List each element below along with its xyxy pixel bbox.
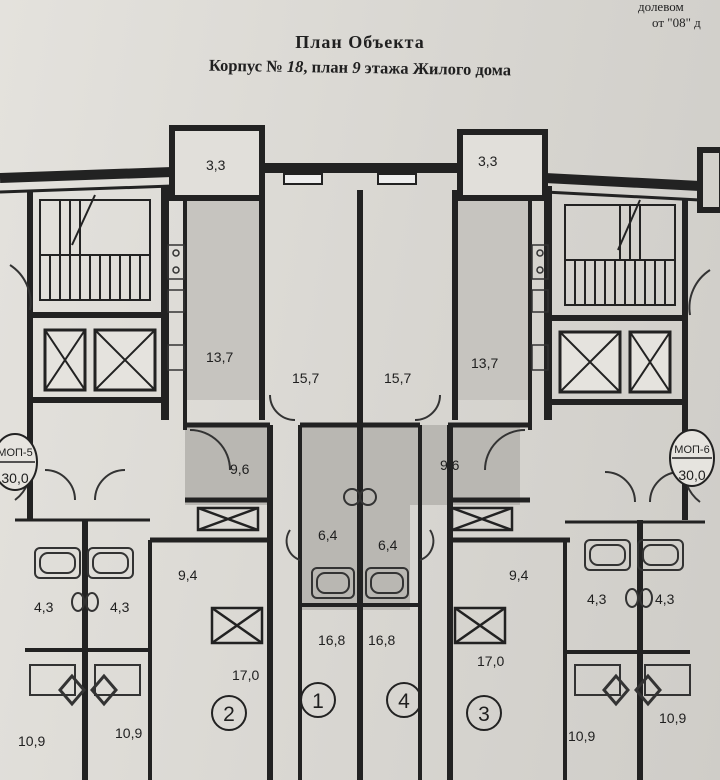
apartment-number-1: 1 [312, 690, 324, 713]
area-bath-4-3-d: 4,3 [655, 591, 675, 607]
mop-left-area: 30,0 [1, 470, 28, 486]
area-hall-9-4-right: 9,4 [509, 567, 529, 583]
apartment-markers [211, 682, 502, 731]
corner-text-top: долевом [638, 0, 684, 14]
area-balcony-right: 3,3 [478, 153, 498, 169]
apartment-number-4: 4 [398, 690, 410, 713]
area-bath-6-4-left: 6,4 [318, 527, 338, 543]
area-room-17-0-left: 17,0 [232, 667, 259, 683]
mop-badge-right: МОП-6 30,0 [669, 429, 715, 487]
area-bath-4-3-b: 4,3 [110, 599, 130, 615]
area-room-10-9-a: 10,9 [18, 733, 45, 749]
vent-shafts [196, 506, 514, 645]
area-room-15-7-left: 15,7 [292, 370, 319, 386]
mop-left-label: МОП-5 [0, 447, 33, 459]
mop-right-area: 30,0 [678, 467, 705, 483]
staircase-right [564, 199, 676, 306]
exterior-walls [0, 125, 720, 213]
area-bath-6-4-right: 6,4 [378, 537, 398, 553]
area-balcony-left: 3,3 [206, 157, 226, 173]
area-room-10-9-b: 10,9 [115, 725, 142, 741]
area-room-13-7-left: 13,7 [206, 349, 233, 365]
area-hall-9-6-left: 9,6 [230, 461, 250, 477]
door-swings [9, 264, 711, 561]
mop-right-label: МОП-6 [674, 444, 709, 456]
area-room-17-0-right: 17,0 [477, 653, 504, 669]
area-room-10-9-d: 10,9 [659, 710, 686, 726]
area-hall-9-6-right: 9,6 [440, 457, 460, 473]
shaded-areas [185, 200, 530, 610]
page-title: План Объекта [295, 32, 425, 52]
area-room-13-7-right: 13,7 [471, 355, 498, 371]
area-room-16-8-right: 16,8 [368, 632, 395, 648]
corner-text-date: от "08" д [652, 15, 701, 30]
mop-badge-left: МОП-5 30,0 [0, 433, 38, 491]
area-room-16-8-left: 16,8 [318, 632, 345, 648]
elevator-shafts [43, 328, 672, 394]
apartment-number-2: 2 [223, 703, 235, 726]
apartment-number-3: 3 [478, 703, 490, 726]
area-hall-9-4-left: 9,4 [178, 567, 198, 583]
kitchen-units [167, 244, 549, 371]
apartment-numbers: 2 1 4 3 [223, 690, 490, 726]
area-labels: 3,3 3,3 13,7 15,7 15,7 13,7 9,6 9,6 9,4 … [18, 153, 686, 749]
area-room-15-7-right: 15,7 [384, 370, 411, 386]
bath-fixtures [29, 488, 691, 707]
area-bath-4-3-c: 4,3 [587, 591, 607, 607]
area-bath-4-3-a: 4,3 [34, 599, 54, 615]
interior-walls [15, 186, 705, 780]
staircase-left [39, 194, 151, 301]
area-room-10-9-c: 10,9 [568, 728, 595, 744]
